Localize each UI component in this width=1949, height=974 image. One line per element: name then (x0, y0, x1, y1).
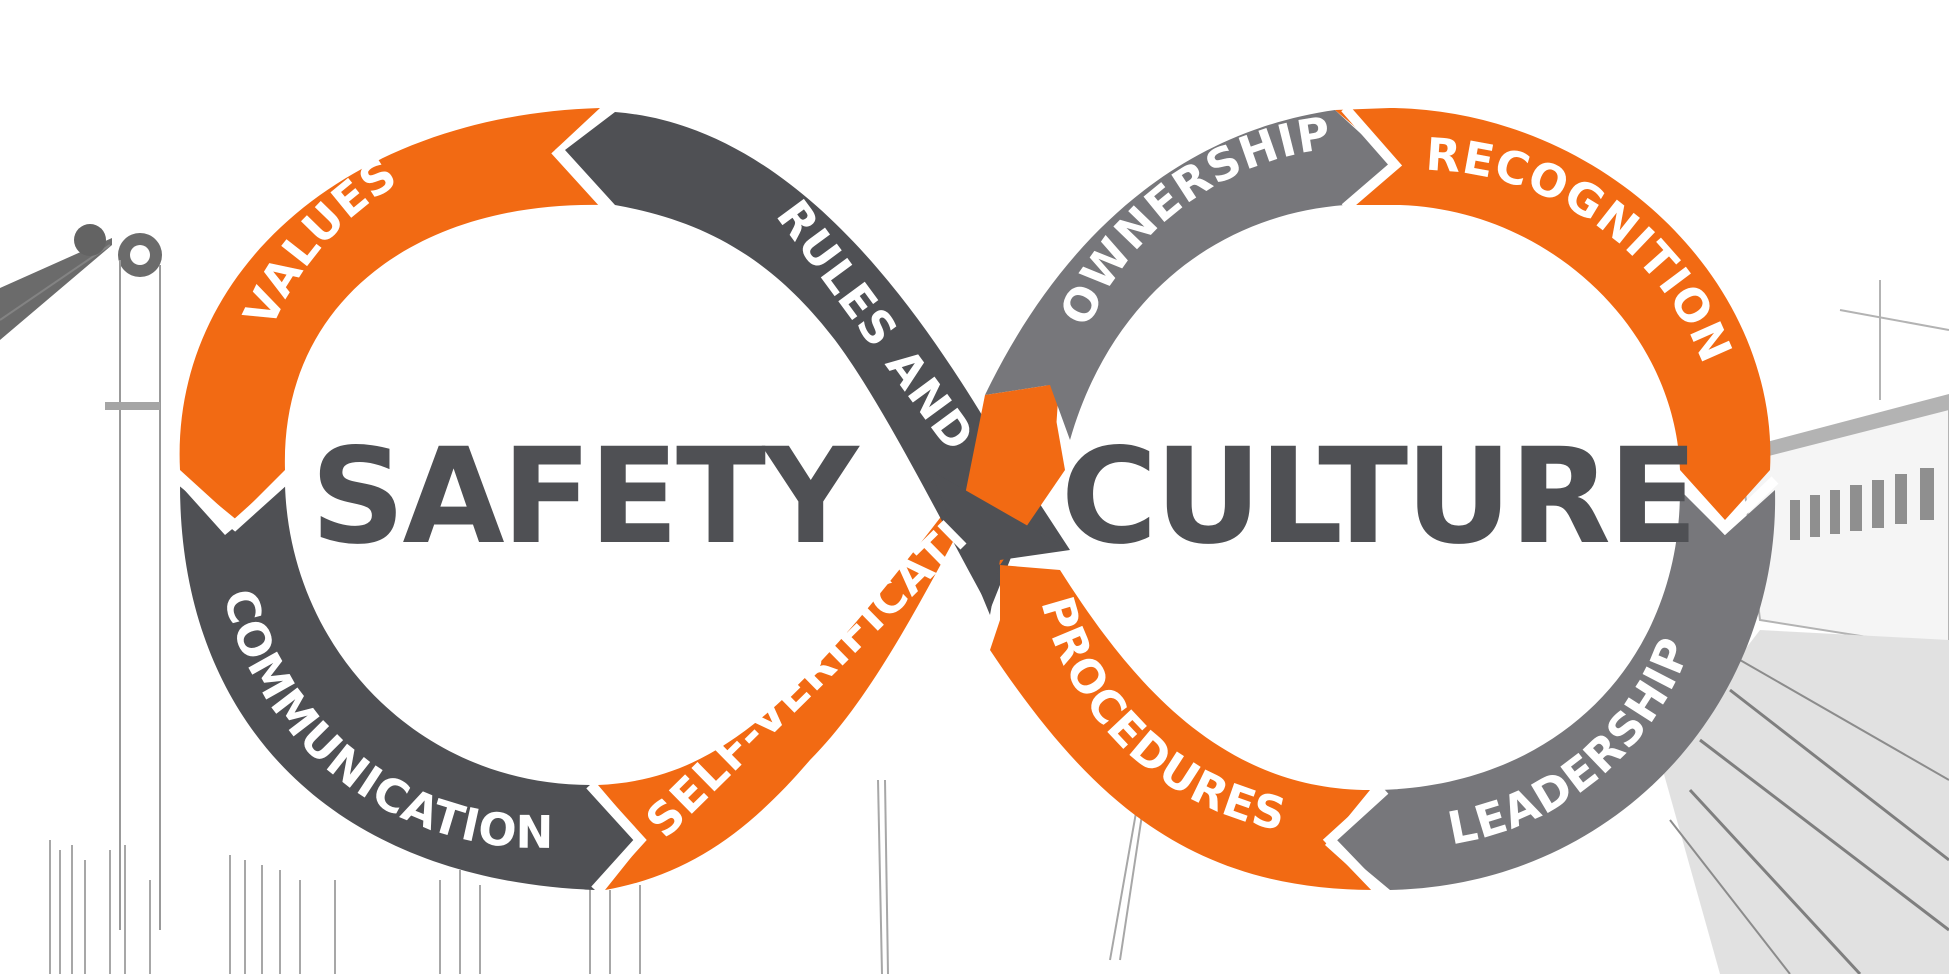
segment-leadership (1330, 490, 1776, 890)
railway-tracks-icon (1660, 630, 1949, 974)
pylon-icon (877, 779, 1146, 974)
segment-values (179, 108, 606, 520)
crane-icon (0, 224, 162, 930)
train-icon (1738, 280, 1949, 652)
word-culture: CULTURE (1061, 420, 1695, 574)
segment-recognition (1335, 108, 1771, 520)
segment-communication (180, 485, 640, 890)
segment-self-verification (598, 370, 1060, 890)
crossing-arrow-head-dark (930, 470, 1070, 615)
rebar-icon (49, 840, 641, 974)
word-safety: SAFETY (310, 420, 860, 574)
segment-ownership (985, 110, 1395, 440)
segment-procedures (990, 565, 1375, 890)
segment-separators (176, 104, 1779, 896)
background-scenery (0, 224, 1949, 974)
